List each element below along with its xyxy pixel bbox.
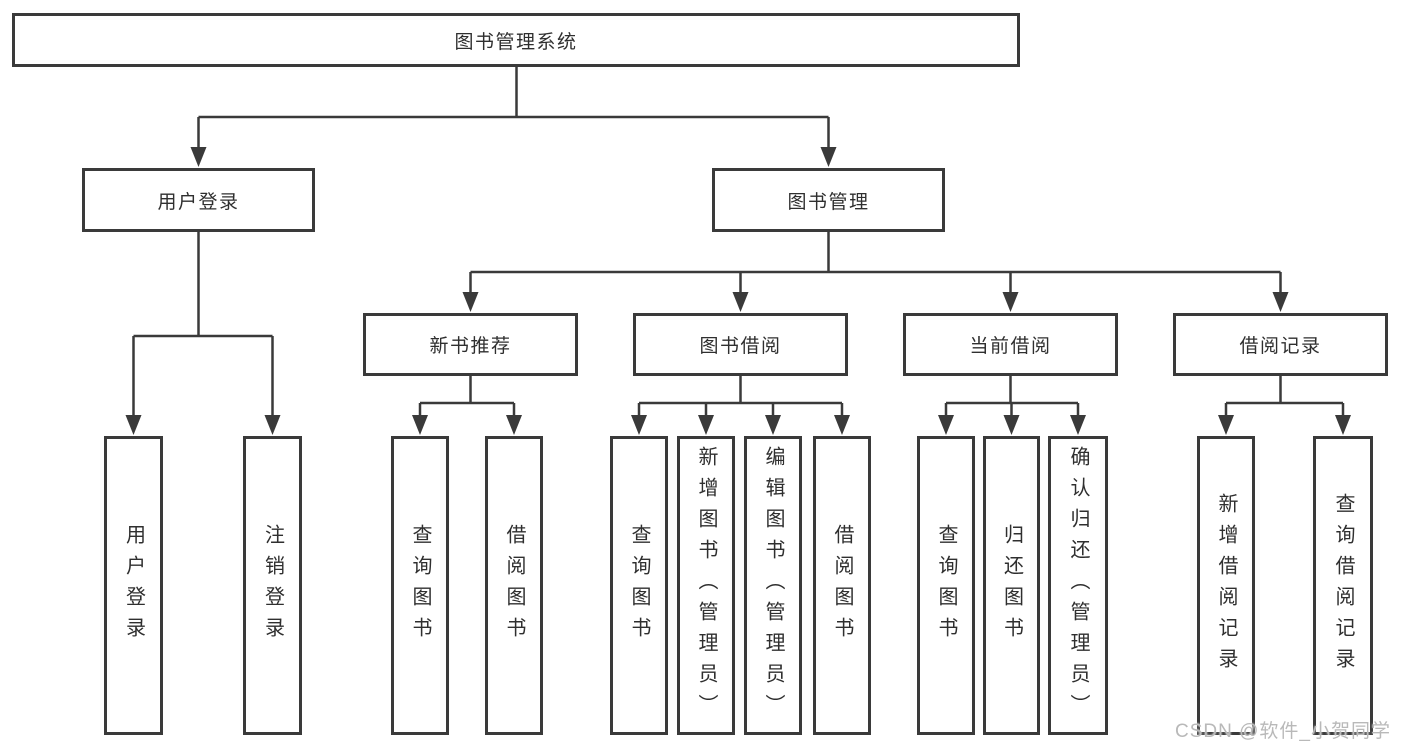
- leaf-add-books-admin: 新增图书（管理员）: [677, 436, 735, 735]
- leaf-query-books-current: 查询图书: [917, 436, 975, 735]
- leaf-return-books: 归还图书: [983, 436, 1040, 735]
- edge-root-to-level2: [190, 67, 837, 167]
- edge-user-login-to-leaves: [125, 232, 281, 435]
- leaf-borrow-books-borrowing-label: 借阅图书: [831, 523, 853, 648]
- leaf-add-borrow-record: 新增借阅记录: [1197, 436, 1255, 735]
- node-book-management: 图书管理: [712, 168, 945, 232]
- leaf-add-borrow-record-label: 新增借阅记录: [1215, 492, 1237, 679]
- leaf-edit-books-admin: 编辑图书（管理员）: [744, 436, 802, 735]
- node-book-borrowing: 图书借阅: [633, 313, 848, 376]
- leaf-query-borrow-record-label: 查询借阅记录: [1332, 492, 1354, 679]
- leaf-add-books-admin-label: 新增图书（管理员）: [695, 446, 717, 725]
- leaf-query-books-borrowing: 查询图书: [610, 436, 668, 735]
- edge-current-borrowing-to-leaves: [938, 376, 1086, 435]
- leaf-logout-login: 注销登录: [243, 436, 302, 735]
- leaf-query-books-borrowing-label: 查询图书: [628, 523, 650, 648]
- node-root-label: 图书管理系统: [454, 31, 578, 53]
- csdn-watermark: CSDN @软件_小贺同学: [1175, 721, 1391, 742]
- leaf-logout-login-label: 注销登录: [261, 523, 284, 648]
- edge-borrowing-records-to-leaves: [1218, 376, 1351, 435]
- node-borrowing-records-label: 借阅记录: [1239, 336, 1322, 357]
- leaf-borrow-books-recommend-label: 借阅图书: [503, 523, 525, 648]
- leaf-confirm-return-admin: 确认归还（管理员）: [1048, 436, 1108, 735]
- edge-new-book-recommend-to-leaves: [412, 376, 522, 435]
- leaf-confirm-return-admin-label: 确认归还（管理员）: [1067, 446, 1089, 725]
- leaf-return-books-label: 归还图书: [1000, 523, 1023, 648]
- node-current-borrowing-label: 当前借阅: [969, 336, 1052, 357]
- node-user-login-label: 用户登录: [157, 191, 240, 213]
- leaf-query-books-current-label: 查询图书: [935, 523, 957, 648]
- node-new-book-recommend-label: 新书推荐: [429, 336, 512, 357]
- node-borrowing-records: 借阅记录: [1173, 313, 1388, 376]
- node-new-book-recommend: 新书推荐: [363, 313, 578, 376]
- node-book-management-label: 图书管理: [787, 191, 870, 213]
- leaf-query-books-recommend-label: 查询图书: [409, 523, 431, 648]
- node-root-library-management-system: 图书管理系统: [12, 13, 1020, 67]
- edge-book-borrowing-to-leaves: [631, 376, 850, 435]
- leaf-edit-books-admin-label: 编辑图书（管理员）: [762, 446, 784, 725]
- leaf-query-books-recommend: 查询图书: [391, 436, 449, 735]
- edge-book-management-to-level3: [462, 232, 1289, 312]
- leaf-query-borrow-record: 查询借阅记录: [1313, 436, 1373, 735]
- node-user-login: 用户登录: [82, 168, 315, 232]
- leaf-borrow-books-borrowing: 借阅图书: [813, 436, 871, 735]
- leaf-user-login-label: 用户登录: [122, 523, 145, 648]
- leaf-borrow-books-recommend: 借阅图书: [485, 436, 543, 735]
- node-book-borrowing-label: 图书借阅: [699, 336, 782, 357]
- leaf-user-login: 用户登录: [104, 436, 163, 735]
- node-current-borrowing: 当前借阅: [903, 313, 1118, 376]
